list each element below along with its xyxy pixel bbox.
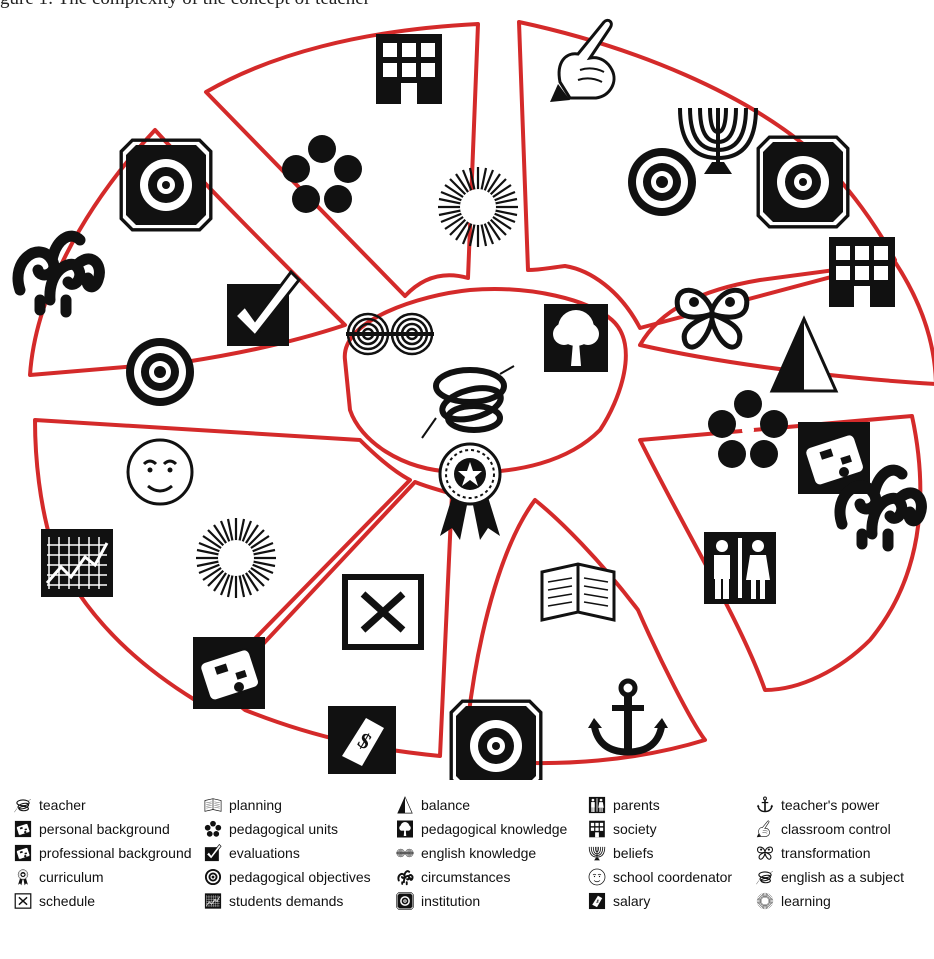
sunburst-icon (436, 165, 520, 249)
suitcase-icon (192, 636, 266, 710)
legend-item: circumstances (396, 866, 510, 888)
anchor-icon (588, 681, 668, 752)
menorah-icon (678, 106, 758, 176)
triangle-icon (396, 796, 414, 814)
legend-item: learning (756, 890, 831, 912)
legend-item: personal background (14, 818, 170, 840)
legend-item: classroom control (756, 818, 891, 840)
legend-item: curriculum (14, 866, 104, 888)
legend-item: transformation (756, 842, 870, 864)
suitcase-icon (14, 820, 32, 838)
ribbon-rosette-icon (438, 442, 502, 542)
open-book-icon (204, 796, 222, 814)
swirls-icon (344, 312, 436, 356)
legend-item: teacher (14, 794, 86, 816)
open-book-icon (540, 562, 616, 622)
chart-grid-icon (39, 527, 115, 599)
price-tag-icon (328, 706, 396, 774)
legend-item: pedagogical knowledge (396, 818, 567, 840)
ribbon-rosette-icon (14, 868, 32, 886)
legend-item: planning (204, 794, 282, 816)
tendrils-icon (396, 868, 414, 886)
five-dots-icon (282, 135, 362, 213)
legend-item: salary (588, 890, 650, 912)
legend-item: students demands (204, 890, 343, 912)
building-icon (829, 237, 895, 307)
figure-caption: gure 1: The complexity of the concept of… (0, 0, 370, 10)
octagon-icon (396, 892, 414, 910)
sector-bottom-left (218, 480, 454, 758)
swirls-icon (396, 844, 414, 862)
moon-face-icon (588, 868, 606, 886)
sector-bottom-right (638, 414, 923, 692)
chart-grid-icon (204, 892, 222, 910)
five-dots-icon (204, 820, 222, 838)
sector-top-right (517, 20, 897, 330)
legend-item: english as a subject (756, 866, 904, 888)
legend-item: evaluations (204, 842, 300, 864)
knot-icon (756, 868, 774, 886)
legend-item: institution (396, 890, 480, 912)
legend-item: beliefs (588, 842, 653, 864)
x-box-icon (345, 577, 421, 647)
butterfly-icon (677, 290, 747, 347)
octagon-icon (119, 138, 213, 232)
sector-left (33, 418, 412, 702)
sector-left-top (28, 128, 347, 377)
sunburst-icon (756, 892, 774, 910)
five-dots-icon (708, 390, 788, 468)
legend-item: society (588, 818, 657, 840)
target-icon (628, 148, 696, 216)
x-box-icon (14, 892, 32, 910)
moon-face-icon (126, 438, 194, 506)
tree-icon (544, 304, 608, 372)
legend-item: pedagogical objectives (204, 866, 371, 888)
legend-item: teacher's power (756, 794, 879, 816)
building-icon (376, 34, 442, 104)
price-tag-icon (588, 892, 606, 910)
anchor-icon (756, 796, 774, 814)
octagon-icon (756, 135, 850, 229)
concept-diagram: $ (0, 18, 934, 780)
legend-item: professional background (14, 842, 192, 864)
legend: teacher personal background professional… (0, 784, 934, 959)
man-woman-icon (704, 532, 776, 604)
legend-item: balance (396, 794, 470, 816)
menorah-icon (588, 844, 606, 862)
building-icon (588, 820, 606, 838)
legend-item: schedule (14, 890, 95, 912)
suitcase-stickers-icon (14, 844, 32, 862)
legend-item: english knowledge (396, 842, 536, 864)
legend-item: pedagogical units (204, 818, 338, 840)
man-woman-icon (588, 796, 606, 814)
knot-icon (422, 366, 514, 438)
target-icon (204, 868, 222, 886)
center-hub (342, 287, 628, 475)
octagon-icon (449, 699, 543, 780)
sunburst-icon (194, 516, 278, 600)
knot-icon (14, 796, 32, 814)
sector-top (204, 22, 480, 298)
checkmark-icon (204, 844, 222, 862)
legend-item: parents (588, 794, 660, 816)
legend-item: school coordenator (588, 866, 732, 888)
tree-icon (396, 820, 414, 838)
tendrils-icon (18, 236, 99, 312)
butterfly-icon (756, 844, 774, 862)
triangle-icon (770, 317, 838, 393)
pointing-hand-icon (756, 820, 774, 838)
checkmark-icon (225, 270, 301, 348)
target-icon (126, 338, 194, 406)
